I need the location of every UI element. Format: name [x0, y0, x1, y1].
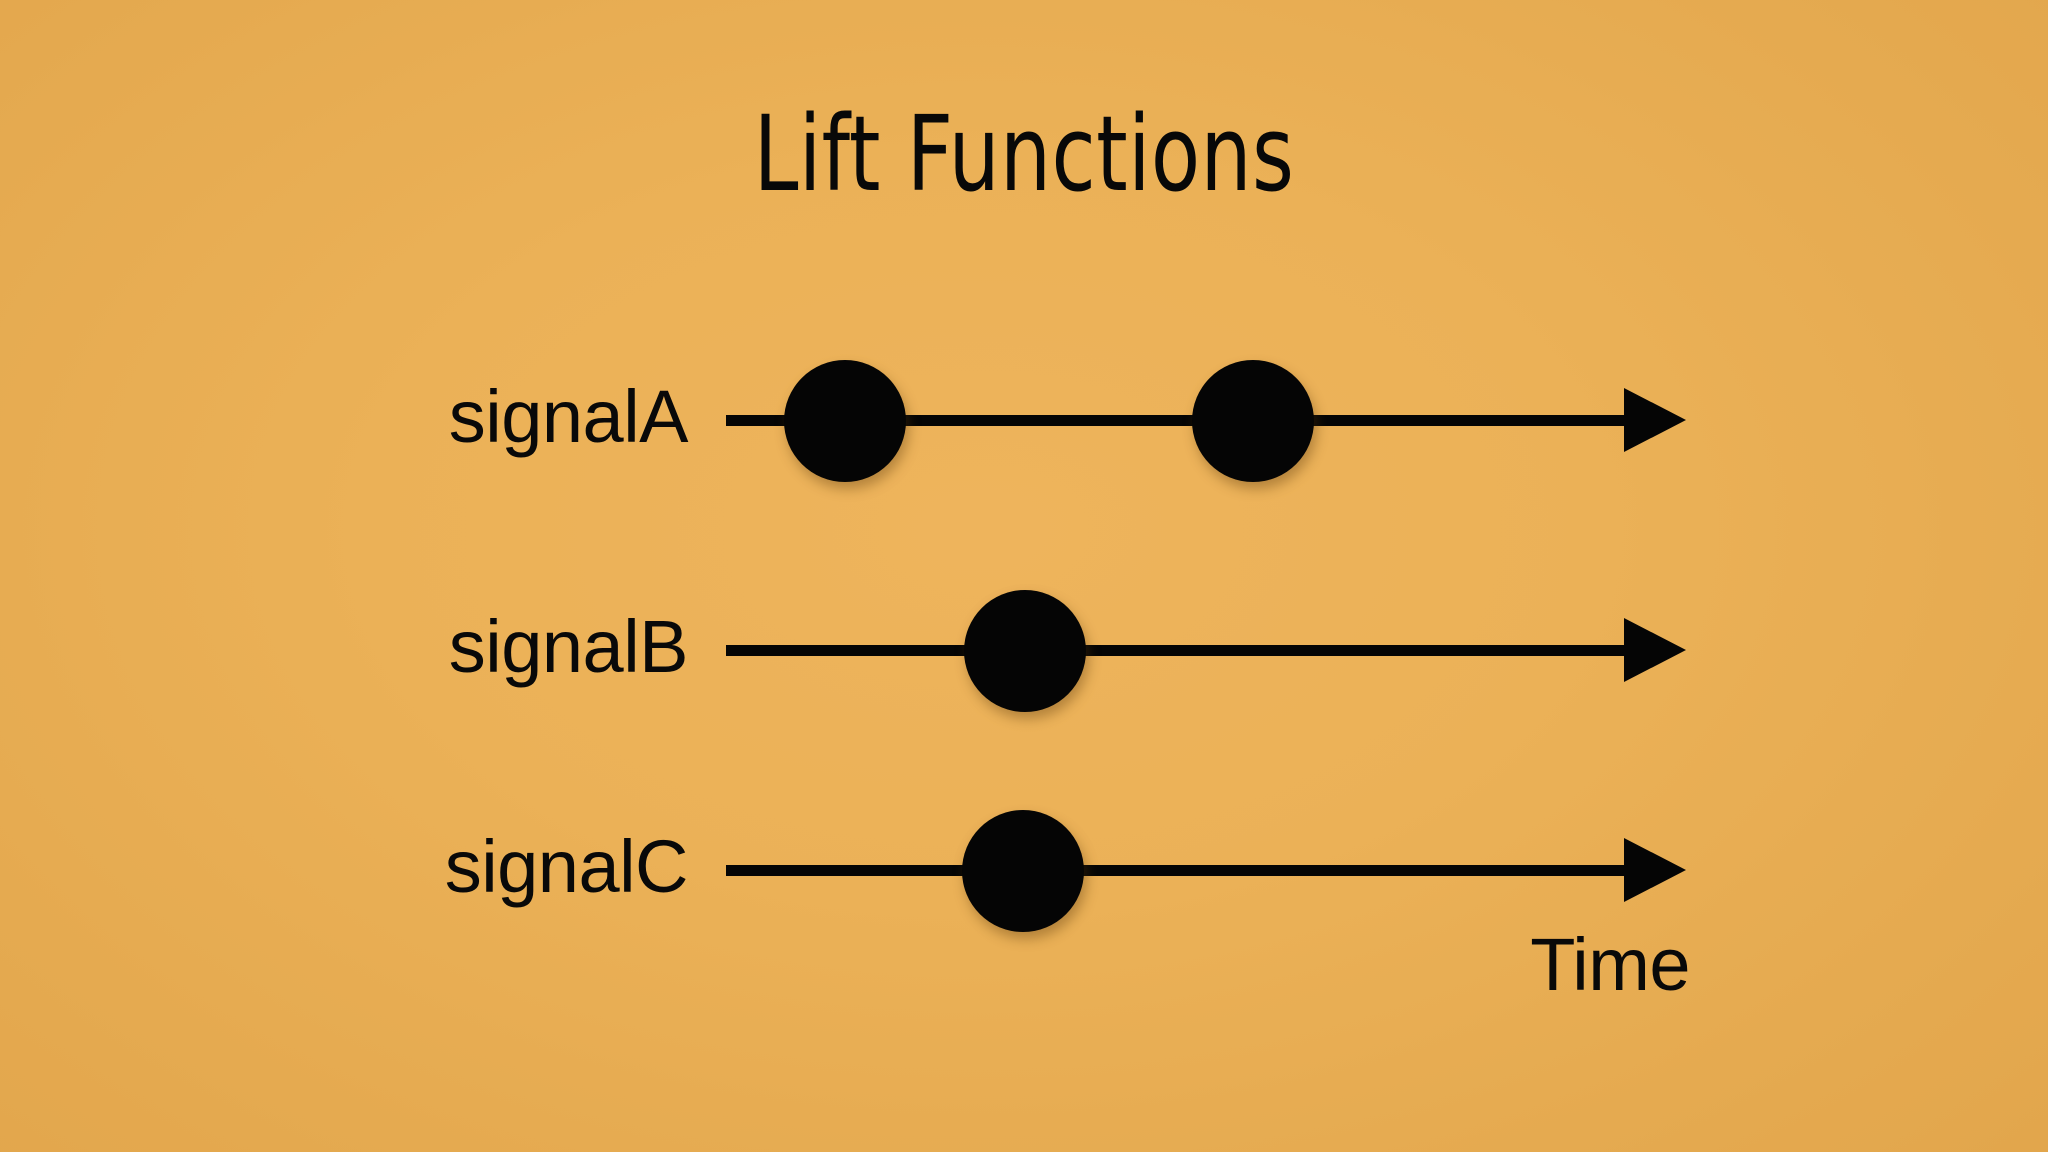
- timeline-arrow-icon-signalC: [1624, 838, 1686, 902]
- signal-label-signalC: signalC: [444, 825, 689, 908]
- signal-label-signalA: signalA: [448, 375, 689, 458]
- event-marble-signalA-2[interactable]: [1192, 360, 1314, 482]
- event-marble-signalB-1[interactable]: [964, 590, 1086, 712]
- page-title: Lift Functions: [753, 93, 1295, 215]
- timeline-axis-signalC: [726, 865, 1630, 876]
- signal-row-signalA: signalA: [0, 335, 2048, 505]
- timeline-arrow-icon-signalB: [1624, 618, 1686, 682]
- timeline-axis-signalB: [726, 645, 1630, 656]
- timeline-arrow-icon-signalA: [1624, 388, 1686, 452]
- signal-row-signalB: signalB: [0, 565, 2048, 735]
- event-marble-signalC-1[interactable]: [962, 810, 1084, 932]
- signal-row-signalC: signalC: [0, 785, 2048, 955]
- signal-label-signalB: signalB: [448, 605, 689, 688]
- time-axis-caption: Time: [1530, 923, 1690, 1006]
- event-marble-signalA-1[interactable]: [784, 360, 906, 482]
- timeline-axis-signalA: [726, 415, 1630, 426]
